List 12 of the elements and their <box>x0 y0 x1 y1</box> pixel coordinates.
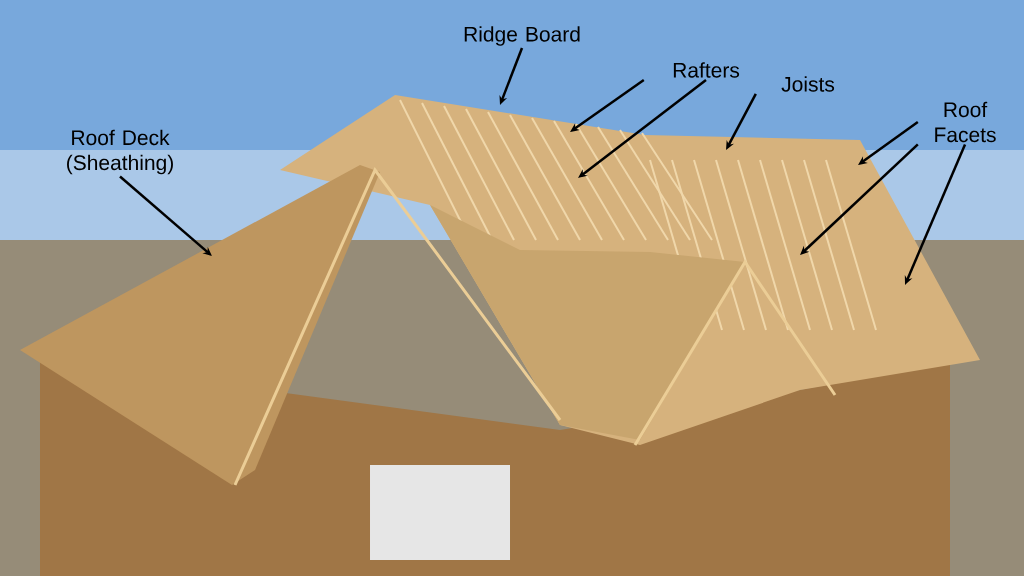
callout-label: Ridge Board <box>464 26 580 46</box>
leader-arrow <box>570 78 645 132</box>
leader-arrow <box>858 121 919 165</box>
callout-label: Roof Facets <box>935 101 996 143</box>
callout-label: Roof Deck (Sheathing) <box>67 129 173 175</box>
callout-label: Joists <box>781 76 835 92</box>
leader-arrow <box>800 143 919 255</box>
callout-label: Rafters <box>673 62 740 78</box>
leader-arrow <box>499 47 524 105</box>
leader-arrow <box>578 78 707 178</box>
leader-arrow <box>726 93 757 150</box>
leader-arrow <box>119 175 212 256</box>
